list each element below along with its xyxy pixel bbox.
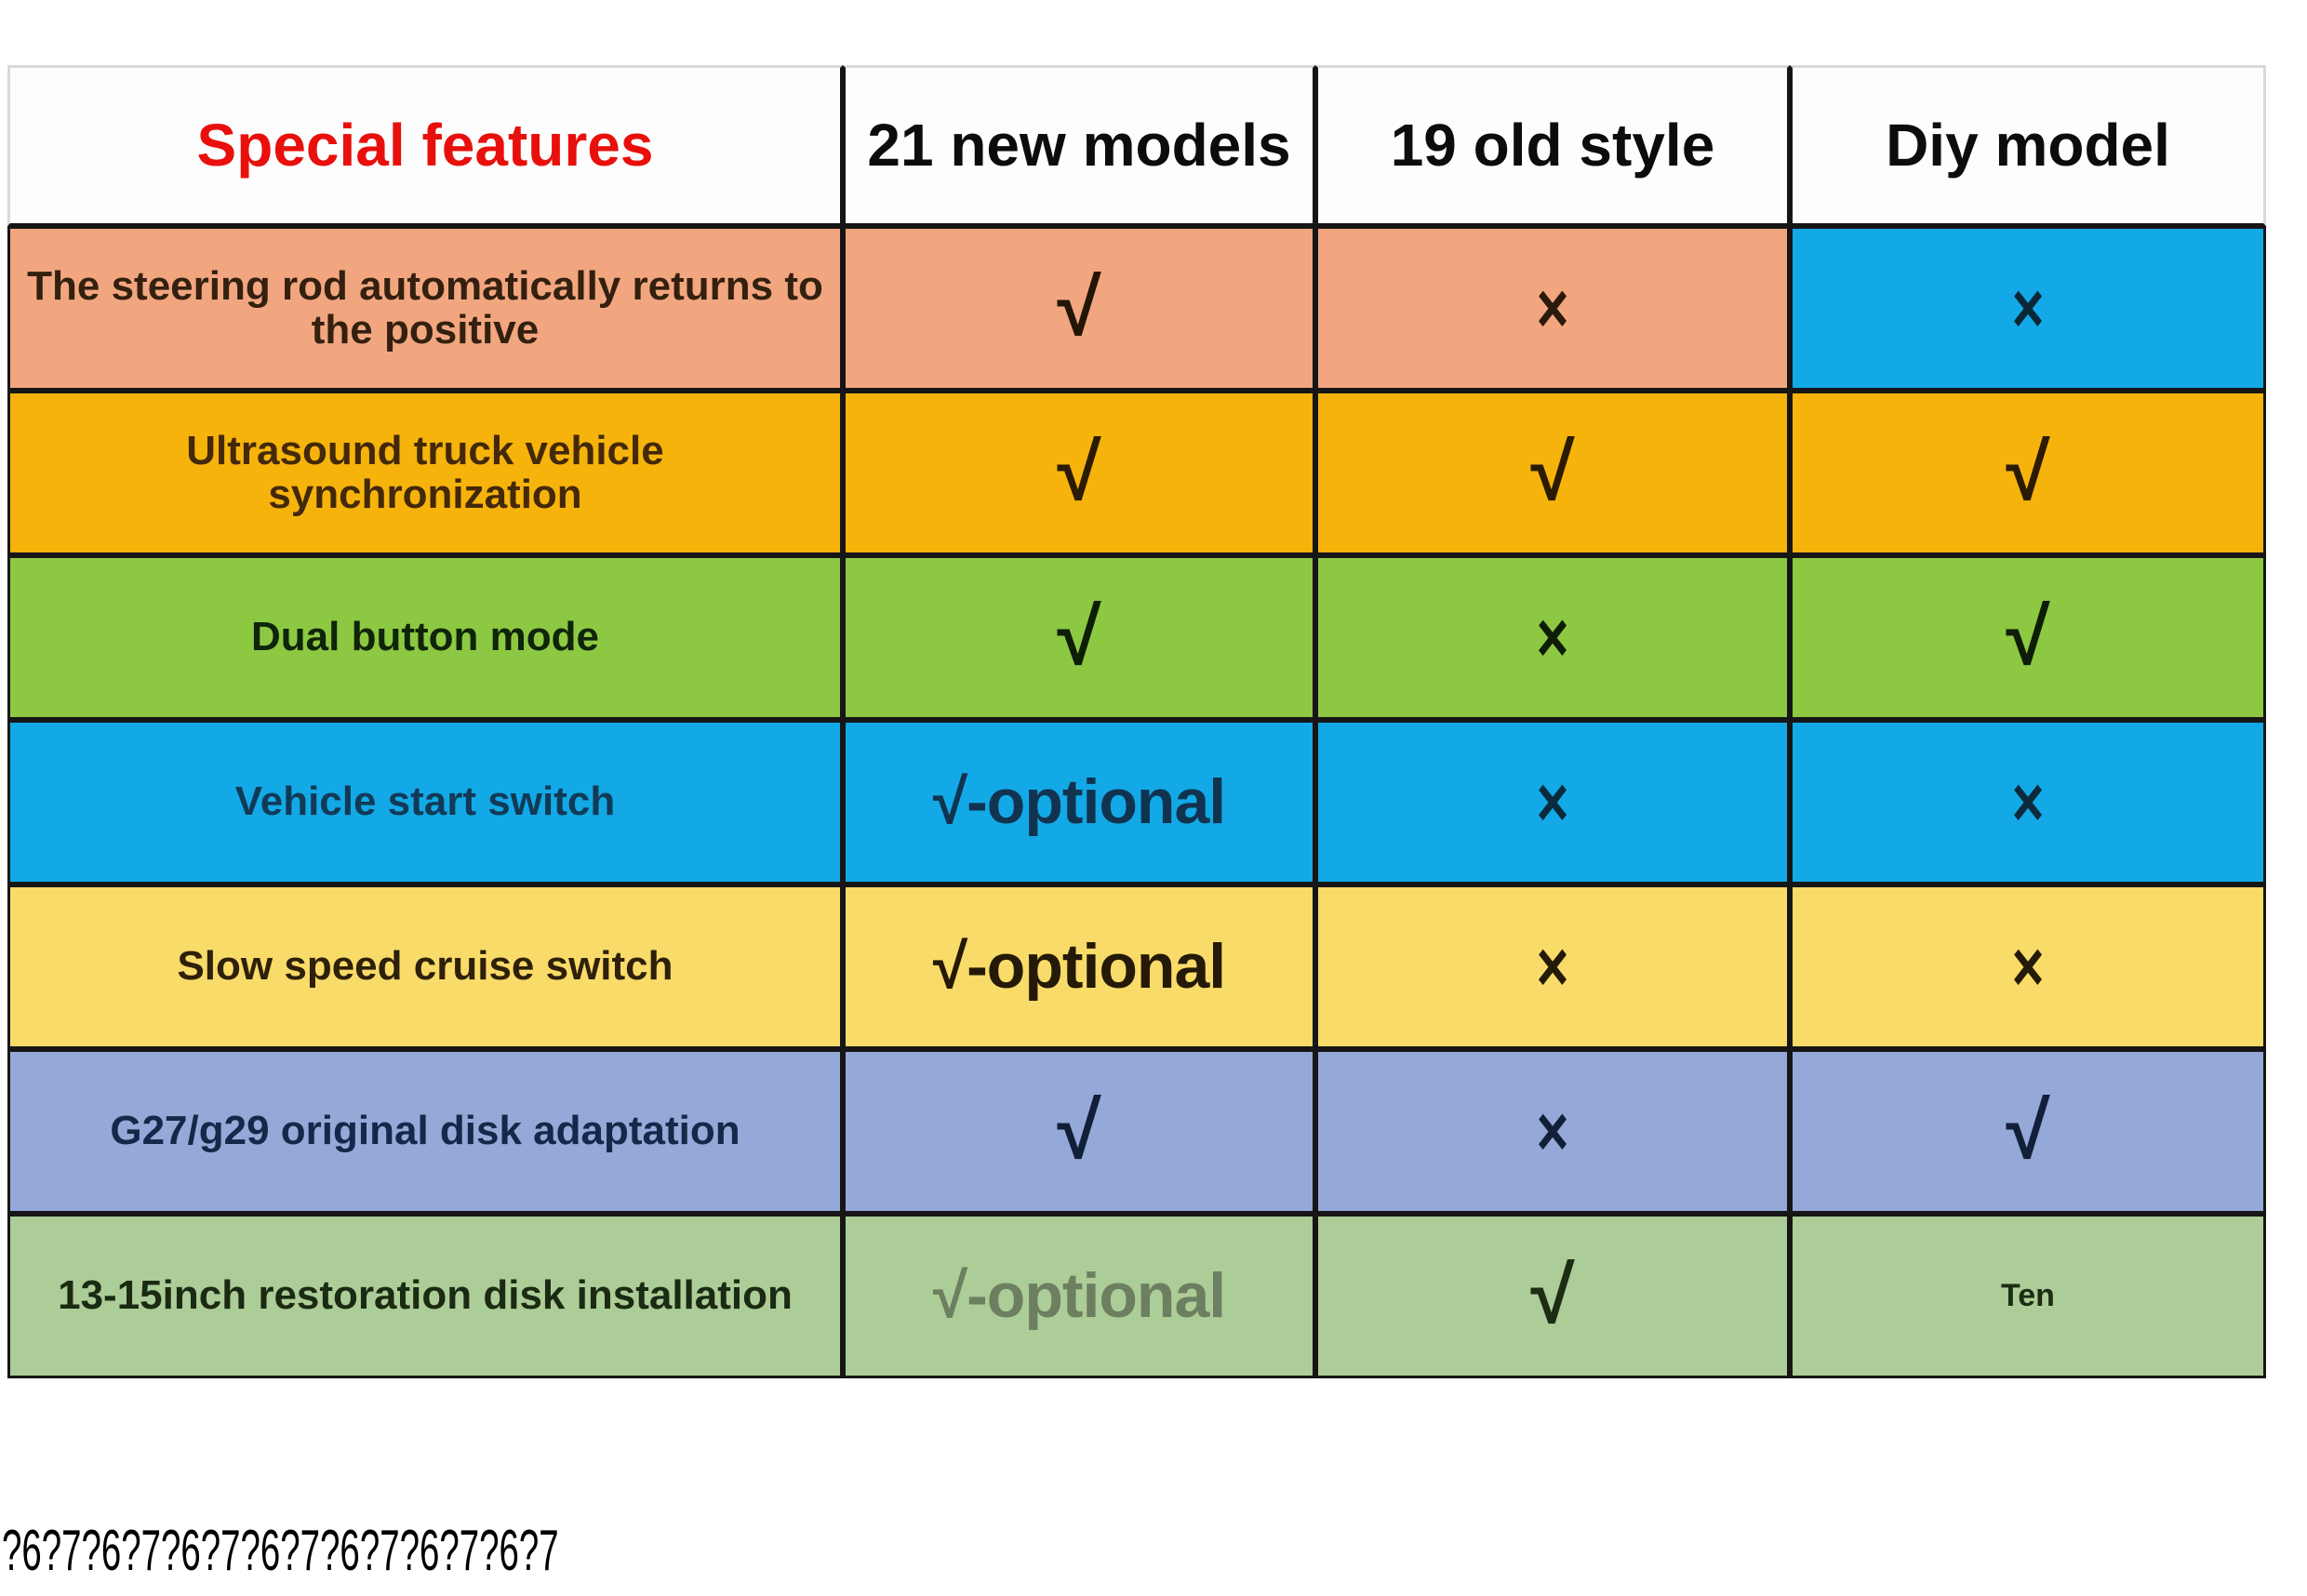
value-cell-cruise-diy: × — [1790, 884, 2266, 1049]
header-special-features-label: Special features — [196, 111, 654, 179]
check-mark: √ — [1057, 428, 1101, 518]
value-cell-restoration-21-new: √-optional — [843, 1214, 1315, 1378]
value-cell-cruise-19-old: × — [1315, 884, 1790, 1049]
value-text: Ten — [2001, 1277, 2055, 1313]
feature-label: G27/g29 original disk adaptation — [110, 1108, 740, 1154]
feature-label: Dual button mode — [251, 614, 599, 660]
value-cell-dual-button-21-new: √ — [843, 555, 1315, 720]
feature-comparison-table: Special features 21 new models 19 old st… — [7, 65, 2266, 1378]
check-mark: √ — [1530, 1251, 1575, 1341]
value-cell-g27-19-old: × — [1315, 1049, 1790, 1214]
feature-label: The steering rod automatically returns t… — [27, 263, 823, 352]
value-cell-start-switch-21-new: √-optional — [843, 720, 1315, 884]
value-cell-start-switch-diy: × — [1790, 720, 2266, 884]
feature-label: Ultrasound truck vehicle synchronization — [186, 428, 664, 517]
value-cell-start-switch-19-old: × — [1315, 720, 1790, 884]
cross-mark: × — [1536, 268, 1569, 349]
check-mark: √ — [1057, 592, 1101, 683]
feature-cell-slow-speed-cruise: Slow speed cruise switch — [7, 884, 843, 1049]
check-mark: √ — [2006, 1086, 2050, 1177]
feature-cell-ultrasound-sync: Ultrasound truck vehicle synchronization — [7, 391, 843, 555]
value-cell-restoration-19-old: √ — [1315, 1214, 1790, 1378]
check-optional-mark: √-optional — [932, 765, 1226, 837]
feature-cell-dual-button-mode: Dual button mode — [7, 555, 843, 720]
value-cell-g27-21-new: √ — [843, 1049, 1315, 1214]
value-cell-ultrasound-diy: √ — [1790, 391, 2266, 555]
value-cell-ultrasound-21-new: √ — [843, 391, 1315, 555]
check-mark: √ — [1057, 1086, 1101, 1177]
header-diy-model-label: Diy model — [1886, 111, 2170, 179]
cross-mark: × — [2011, 268, 2045, 349]
feature-label: 13-15inch restoration disk installation — [58, 1272, 793, 1319]
feature-cell-restoration-disk: 13-15inch restoration disk installation — [7, 1214, 843, 1378]
cross-mark: × — [2011, 762, 2045, 843]
value-cell-ultrasound-19-old: √ — [1315, 391, 1790, 555]
value-cell-steering-rod-21-new: √ — [843, 226, 1315, 391]
check-optional-mark: √-optional — [932, 930, 1226, 1002]
feature-cell-steering-rod: The steering rod automatically returns t… — [7, 226, 843, 391]
check-mark: √ — [2006, 428, 2050, 518]
check-optional-mark-muted: √-optional — [932, 1259, 1226, 1331]
feature-label: Slow speed cruise switch — [177, 943, 673, 990]
feature-cell-vehicle-start-switch: Vehicle start switch — [7, 720, 843, 884]
cross-mark: × — [2011, 926, 2045, 1007]
cross-mark: × — [1536, 597, 1569, 678]
header-cell-21-new-models: 21 new models — [843, 65, 1315, 226]
value-cell-dual-button-diy: √ — [1790, 555, 2266, 720]
value-cell-steering-rod-19-old: × — [1315, 226, 1790, 391]
check-mark: √ — [1057, 263, 1101, 353]
cross-mark: × — [1536, 762, 1569, 843]
header-21-new-models-label: 21 new models — [867, 111, 1291, 179]
value-cell-restoration-diy: Ten — [1790, 1214, 2266, 1378]
header-19-old-style-label: 19 old style — [1390, 111, 1715, 179]
value-cell-g27-diy: √ — [1790, 1049, 2266, 1214]
value-cell-steering-rod-diy: × — [1790, 226, 2266, 391]
feature-cell-g27-g29-adaptation: G27/g29 original disk adaptation — [7, 1049, 843, 1214]
feature-label: Vehicle start switch — [234, 778, 616, 825]
cross-mark: × — [1536, 1091, 1569, 1172]
value-cell-cruise-21-new: √-optional — [843, 884, 1315, 1049]
footer-mojibake-text: ?6?7?6?7?6?7?6?7?6?7?6?7?6?7 — [2, 1519, 559, 1583]
cross-mark: × — [1536, 926, 1569, 1007]
check-mark: √ — [2006, 592, 2050, 683]
value-cell-dual-button-19-old: × — [1315, 555, 1790, 720]
header-cell-diy-model: Diy model — [1790, 65, 2266, 226]
check-mark: √ — [1530, 428, 1575, 518]
header-cell-special-features: Special features — [7, 65, 843, 226]
header-cell-19-old-style: 19 old style — [1315, 65, 1790, 226]
